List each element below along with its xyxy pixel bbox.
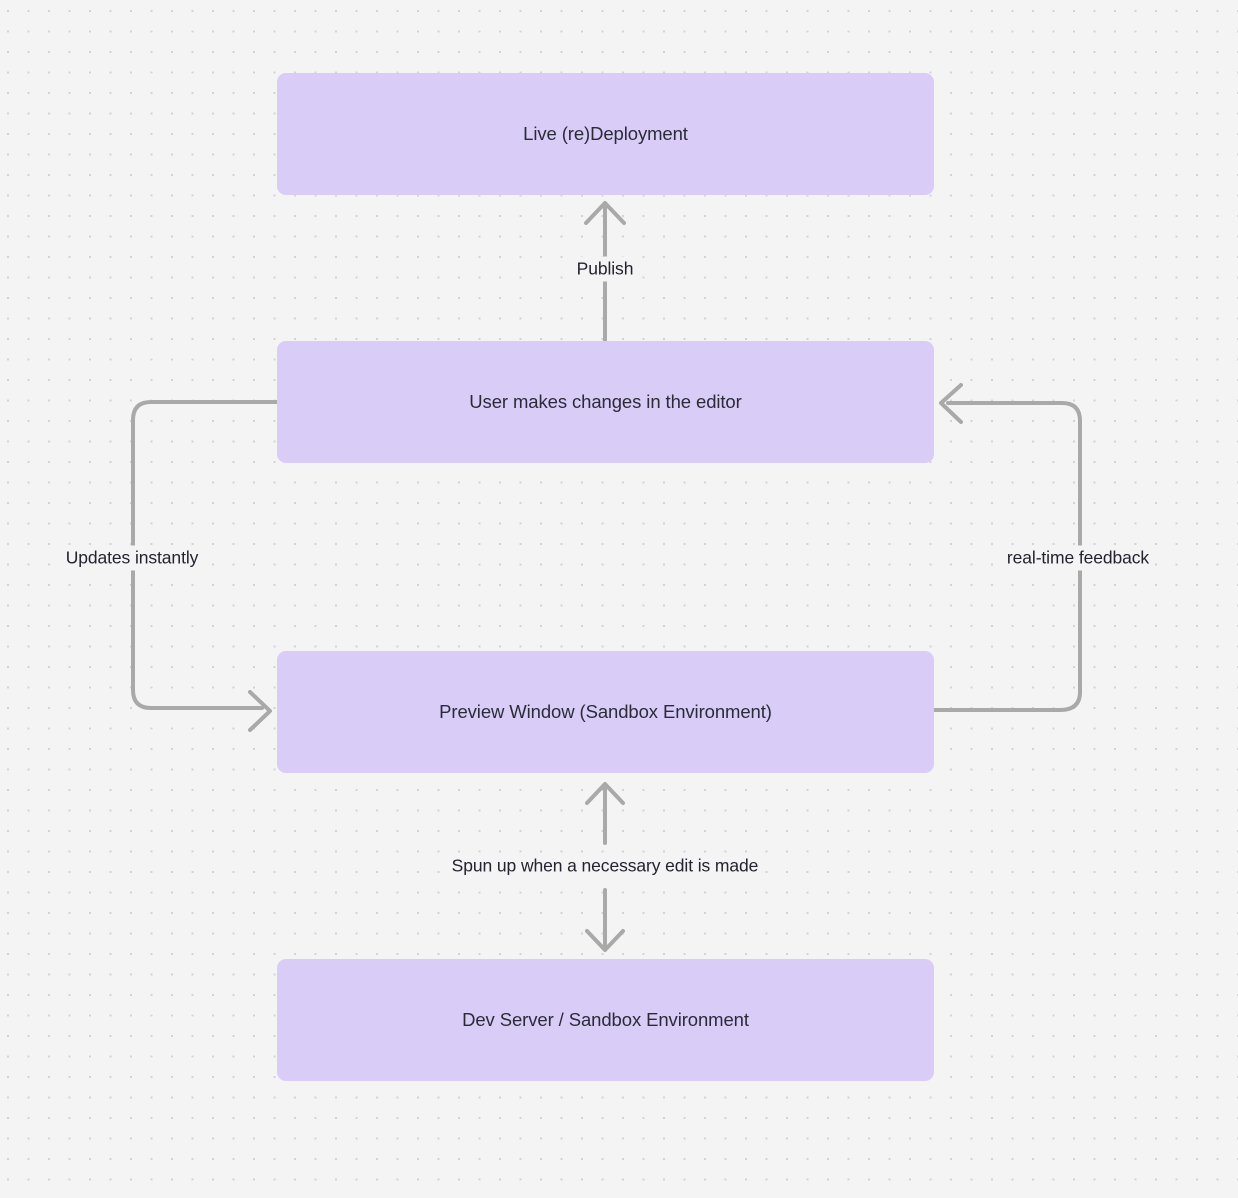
node-dev-server[interactable]: Dev Server / Sandbox Environment xyxy=(277,959,934,1081)
node-preview-window-label: Preview Window (Sandbox Environment) xyxy=(439,701,772,723)
node-dev-server-label: Dev Server / Sandbox Environment xyxy=(462,1009,749,1031)
edge-updates-instantly-arrowhead xyxy=(248,690,272,732)
edge-spun-up-down-arrowhead xyxy=(585,929,625,952)
edge-label-real-time-feedback: real-time feedback xyxy=(1000,545,1156,571)
node-live-deployment-label: Live (re)Deployment xyxy=(523,123,688,145)
node-live-deployment[interactable]: Live (re)Deployment xyxy=(277,73,934,195)
node-preview-window[interactable]: Preview Window (Sandbox Environment) xyxy=(277,651,934,773)
edge-label-publish: Publish xyxy=(570,256,640,282)
node-user-edits-label: User makes changes in the editor xyxy=(469,391,742,413)
edge-label-updates-instantly: Updates instantly xyxy=(59,545,205,571)
edge-spun-up-up-arrowhead xyxy=(585,782,625,805)
edge-publish-arrowhead xyxy=(584,201,626,225)
node-user-edits[interactable]: User makes changes in the editor xyxy=(277,341,934,463)
edge-real-time-feedback-arrowhead xyxy=(939,383,963,424)
edge-label-spun-up: Spun up when a necessary edit is made xyxy=(445,853,765,879)
